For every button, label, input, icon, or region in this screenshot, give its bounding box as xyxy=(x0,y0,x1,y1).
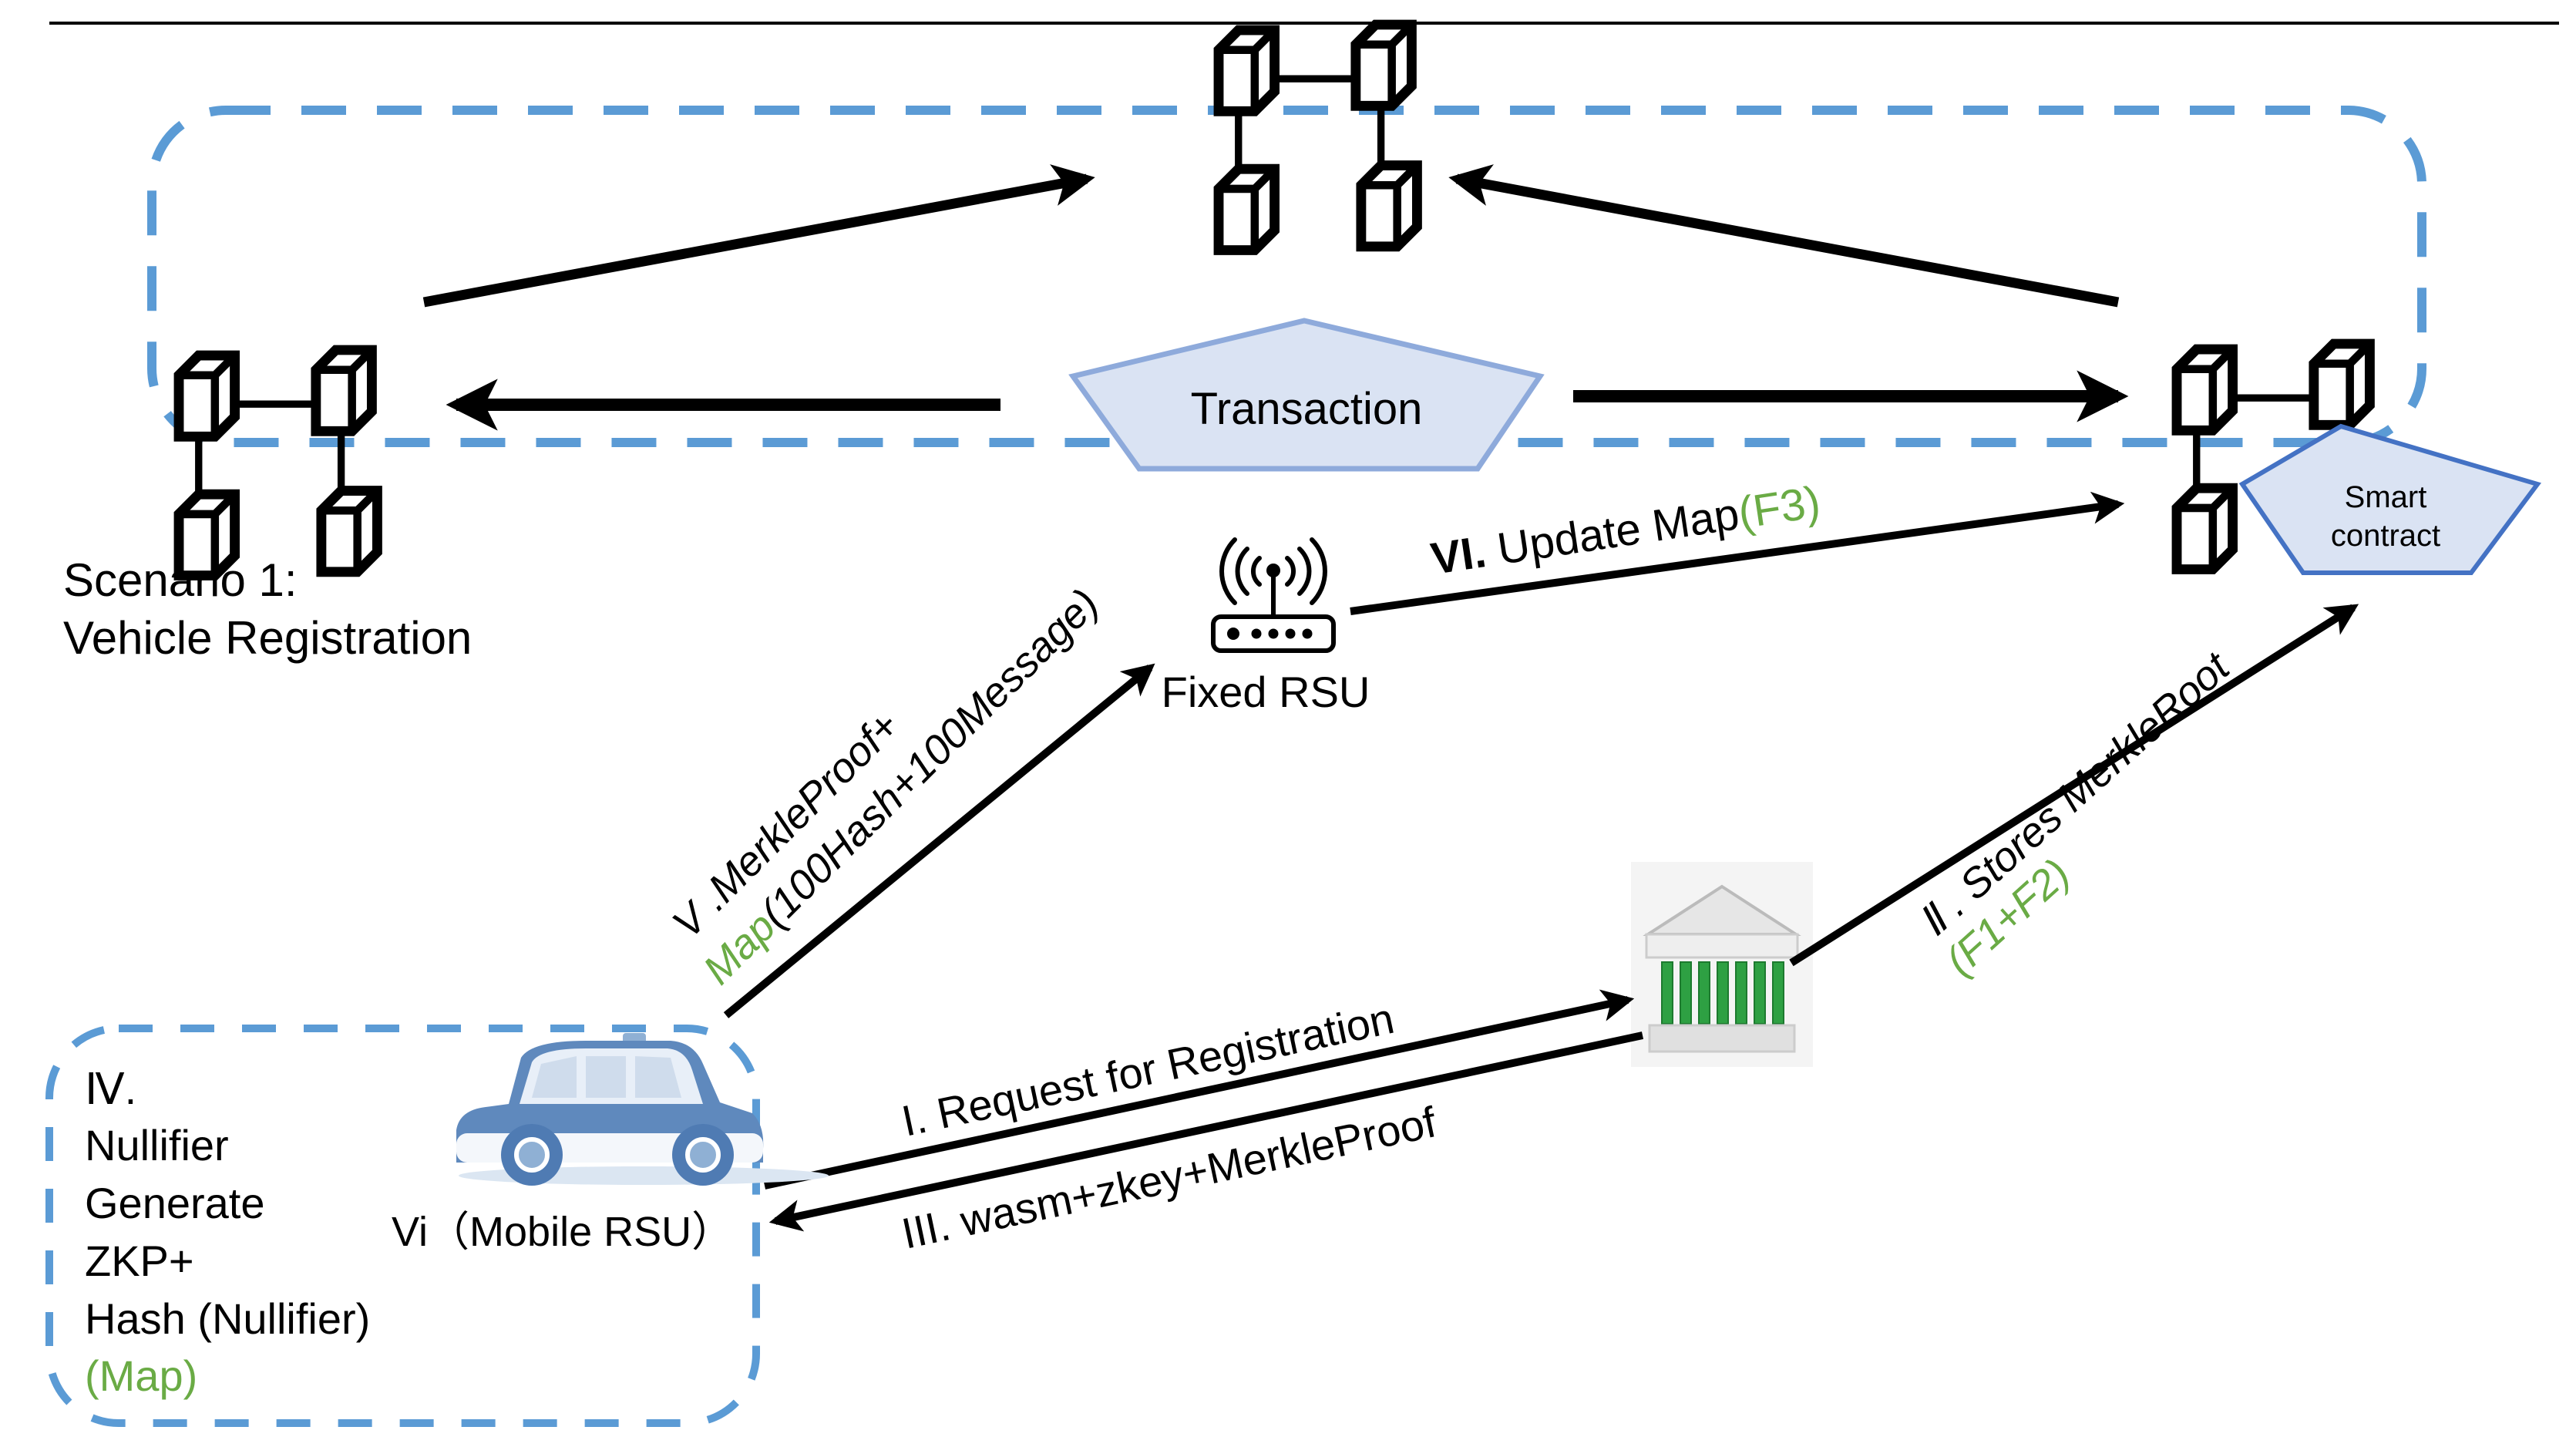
fixed-rsu-label: Fixed RSU xyxy=(1162,668,1370,716)
scenario-title-2: Vehicle Registration xyxy=(63,612,472,664)
blockchain-node-top xyxy=(1219,25,1417,251)
scenario-title-1: Scenario 1: xyxy=(63,554,298,606)
transaction-node: Transaction xyxy=(1068,318,1545,472)
arrow-step-v xyxy=(723,663,1155,1018)
arrow-step-iii xyxy=(768,1031,1644,1232)
smart-contract-pentagon xyxy=(2238,423,2541,575)
arrow-left-to-top xyxy=(422,164,1095,308)
fixed-rsu: Fixed RSU xyxy=(1162,537,1370,716)
blockchain-boundary xyxy=(147,106,2426,447)
police-car-icon xyxy=(456,1033,829,1186)
smart-contract-node: Smart contract xyxy=(2238,423,2541,575)
step-iv-line-5: Hash (Nullifier) xyxy=(85,1294,370,1343)
vehicle-label: Vi（Mobile RSU） xyxy=(392,1209,733,1255)
arrow-step-vi xyxy=(1350,491,2125,615)
step-v-rest: (100Hash+100Message) xyxy=(752,580,1108,937)
step-iv-text: Ⅳ. Nullifier Generate ZKP+ Hash (Nullifi… xyxy=(85,1065,370,1400)
step-vi-number: VI. xyxy=(1428,527,1489,584)
arrow-step-i xyxy=(763,989,1635,1190)
router-icon xyxy=(1211,537,1336,653)
authority-building-icon xyxy=(1631,862,1813,1067)
transaction-label: Transaction xyxy=(1191,384,1423,434)
transaction-pentagon xyxy=(1068,318,1545,472)
step-iv-line-6: (Map) xyxy=(85,1351,197,1400)
step-iv-line-3: Generate xyxy=(85,1179,265,1227)
smart-contract-label-2: contract xyxy=(2331,519,2440,553)
arrow-step-ii xyxy=(1789,604,2359,967)
arrow-right-to-top xyxy=(1448,164,2120,308)
step-iv-line-4: ZKP+ xyxy=(85,1237,194,1285)
blockchain-node-left xyxy=(179,350,377,576)
step-iv-line-2: Nullifier xyxy=(85,1121,229,1169)
step-iv-line-1: Ⅳ. xyxy=(85,1065,136,1113)
step-v-label-2: Map(100Hash+100Message) xyxy=(694,580,1108,994)
step-vi-green: (F3) xyxy=(1735,476,1824,538)
step-ii-label: Ⅱ . Stores MerkleRoot xyxy=(1910,643,2239,946)
smart-contract-label-1: Smart xyxy=(2345,480,2427,514)
vehicle-boundary xyxy=(45,1025,760,1427)
step-vi-label: VI. Update Map(F3) xyxy=(1428,476,1823,584)
